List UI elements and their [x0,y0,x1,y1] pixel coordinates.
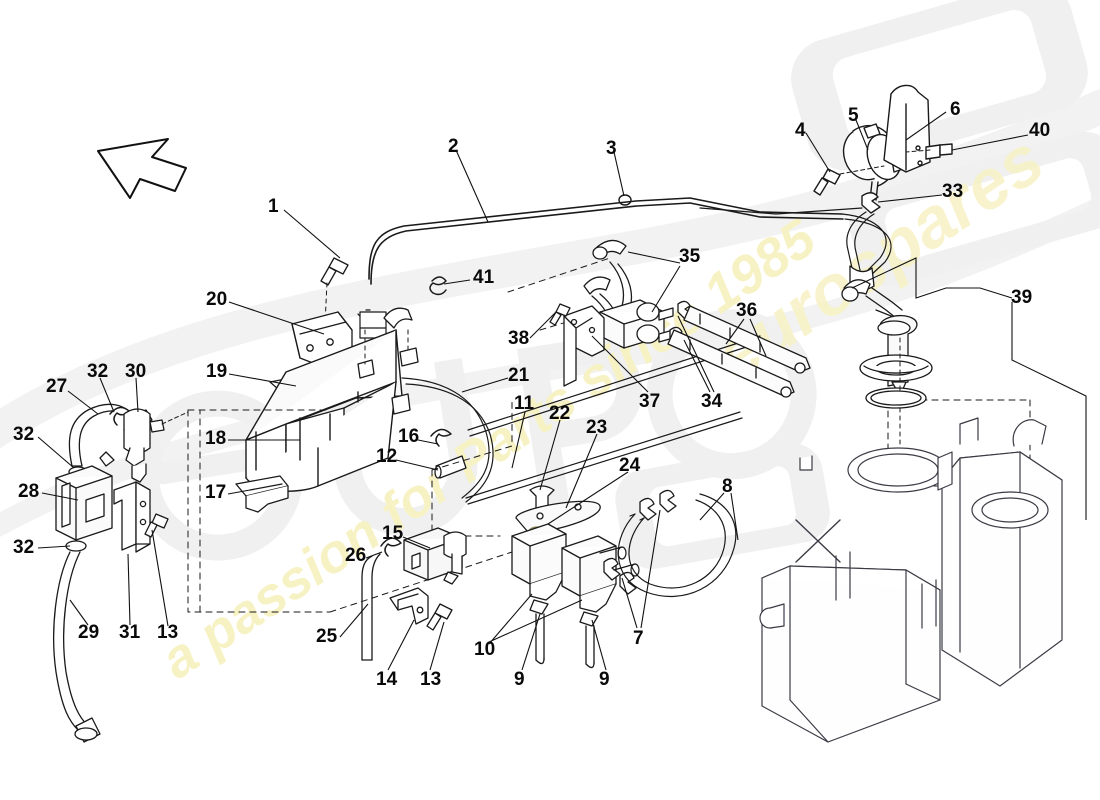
callout-6[interactable]: 6 [950,99,961,120]
callout-35[interactable]: 35 [679,246,701,267]
callout-16[interactable]: 16 [398,426,420,447]
callout-1[interactable]: 1 [268,196,279,217]
callout-29[interactable]: 29 [78,622,100,643]
callout-14[interactable]: 14 [376,669,398,690]
callout-18[interactable]: 18 [205,428,227,449]
callout-24[interactable]: 24 [619,455,641,476]
callout-7[interactable]: 7 [633,628,644,649]
callout-13-left[interactable]: 13 [157,622,179,643]
callout-12[interactable]: 12 [376,446,398,467]
callout-32-top[interactable]: 32 [87,361,109,382]
callout-32-bottom[interactable]: 32 [13,537,35,558]
callout-37[interactable]: 37 [639,391,661,412]
callout-32-middle[interactable]: 32 [13,424,35,445]
callout-23[interactable]: 23 [586,417,608,438]
callout-22[interactable]: 22 [549,403,571,424]
callout-19[interactable]: 19 [206,361,228,382]
callout-28[interactable]: 28 [18,481,40,502]
callout-2[interactable]: 2 [448,136,459,157]
callout-25[interactable]: 25 [316,626,338,647]
callout-5[interactable]: 5 [848,105,859,126]
callout-11[interactable]: 11 [514,393,535,414]
callout-3[interactable]: 3 [606,138,617,159]
callout-8[interactable]: 8 [722,476,733,497]
callout-21[interactable]: 21 [508,365,530,386]
callout-27[interactable]: 27 [46,376,68,397]
callout-9-right[interactable]: 9 [599,669,610,690]
callout-15[interactable]: 15 [382,523,404,544]
callout-9-left[interactable]: 9 [514,669,525,690]
callout-40[interactable]: 40 [1029,120,1051,141]
callout-39[interactable]: 39 [1011,287,1033,308]
callout-10[interactable]: 10 [474,639,496,660]
callout-4[interactable]: 4 [795,120,806,141]
callout-33[interactable]: 33 [942,181,964,202]
callout-30[interactable]: 30 [125,361,147,382]
callout-13-right[interactable]: 13 [420,669,442,690]
callout-20[interactable]: 20 [206,289,228,310]
callout-36[interactable]: 36 [736,300,758,321]
callout-26[interactable]: 26 [345,545,367,566]
callout-31[interactable]: 31 [119,622,141,643]
callout-34[interactable]: 34 [701,391,723,412]
callout-17[interactable]: 17 [205,482,227,503]
direction-arrow [97,138,187,199]
callout-38[interactable]: 38 [508,328,530,349]
callout-41[interactable]: 41 [473,267,495,288]
